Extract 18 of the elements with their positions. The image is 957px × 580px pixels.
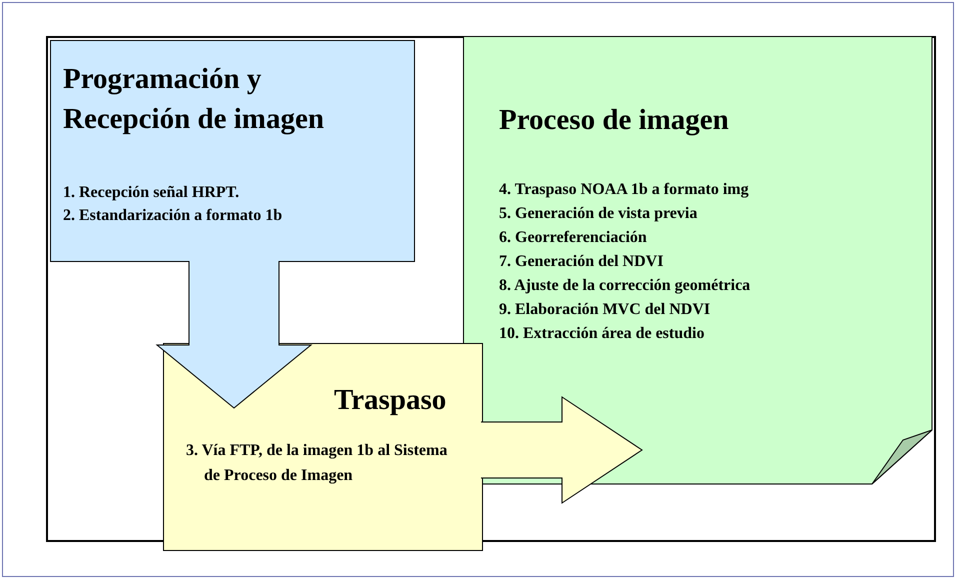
- step-item: 1. Recepción señal HRPT.: [63, 183, 240, 203]
- step-item: 6. Georreferenciación: [499, 228, 648, 248]
- step-item: 3. Vía FTP, de la imagen 1b al Sistema de Proceso de Imagen: [185, 441, 448, 486]
- step-item: 8. Ajuste de la corrección geométrica: [499, 276, 752, 296]
- step-item: 9. Elaboración MVC del NDVI: [499, 300, 712, 320]
- block-arrow: [156, 260, 312, 409]
- panel-heading: Proceso de imagen: [499, 103, 729, 138]
- step-item: 4. Traspaso NOAA 1b a formato img: [499, 180, 750, 200]
- panel-heading: Programación y Recepción de imagen: [63, 62, 325, 137]
- step-item: 7. Generación del NDVI: [499, 252, 664, 272]
- step-item: 10. Extracción área de estudio: [499, 324, 706, 344]
- process-panel: [163, 343, 483, 551]
- block-arrow: [480, 396, 643, 504]
- step-item: 2. Estandarización a formato 1b: [63, 206, 284, 226]
- step-item: 5. Generación de vista previa: [499, 204, 698, 224]
- folded-page-panel: [463, 36, 933, 485]
- process-panel: [50, 40, 415, 262]
- panel-heading: Traspaso: [334, 383, 446, 418]
